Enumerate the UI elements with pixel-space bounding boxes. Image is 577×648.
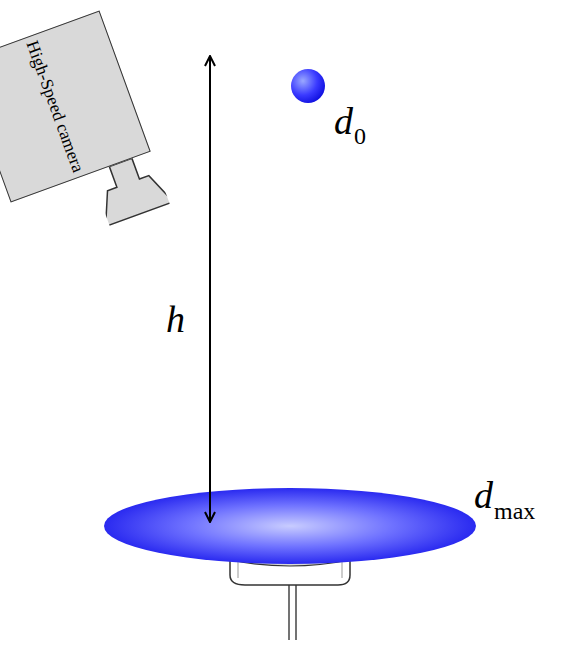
subscript: 0 xyxy=(354,124,366,148)
height-arrow xyxy=(209,56,211,522)
subscript: max xyxy=(494,499,535,523)
spread-drop xyxy=(104,488,476,564)
camera-group: High-Speed camera xyxy=(39,11,171,230)
height-symbol: h xyxy=(166,300,185,338)
diameter-symbol: d xyxy=(334,102,353,140)
camera-label: High-Speed camera xyxy=(22,38,87,175)
falling-drop xyxy=(291,69,325,103)
diameter-symbol: d xyxy=(474,476,493,514)
